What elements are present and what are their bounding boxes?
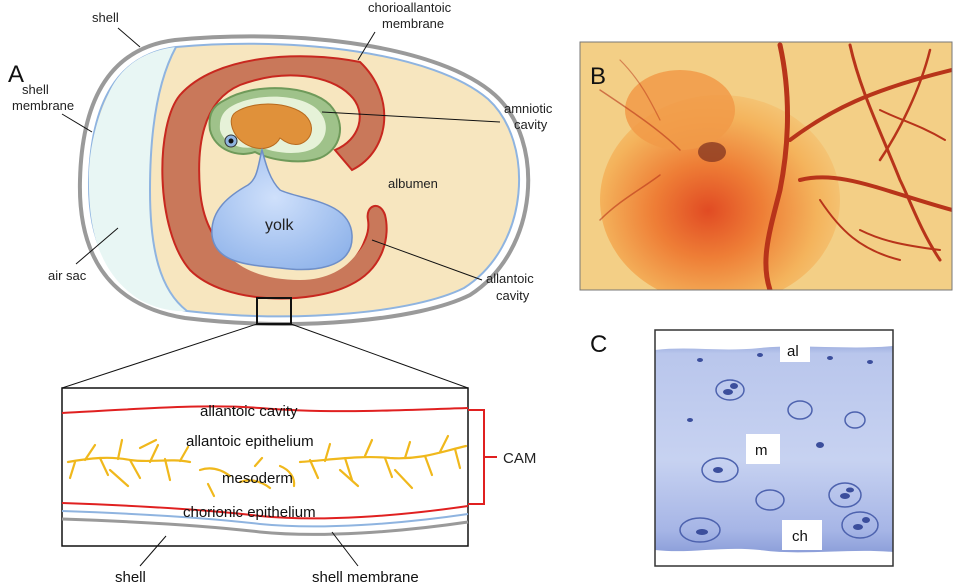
air-sac-leader (75, 227, 119, 265)
zoom-line-left (61, 323, 258, 389)
cam-leader (357, 31, 376, 61)
embryo (230, 103, 312, 149)
inset-blue-line (61, 510, 469, 528)
panel-a-letter: A (8, 61, 24, 88)
histology-cells (679, 379, 879, 543)
inset-frame (61, 387, 469, 547)
shell-membrane-label-2: membrane (12, 98, 74, 113)
shell-label: shell (92, 10, 119, 25)
inset-mesoderm: mesoderm (222, 470, 293, 487)
air-sac-label: air sac (48, 268, 87, 283)
cam-bracket-label: CAM (503, 450, 536, 467)
panel-c-histology: al m ch (655, 330, 893, 566)
panel-b-photo: B (580, 42, 952, 290)
shell-leader (117, 27, 141, 48)
air-sac-boundary (148, 46, 188, 312)
histology-frame (654, 329, 894, 567)
amniotic-label-2: cavity (514, 117, 548, 132)
allantoic-label-1: allantoic (486, 271, 534, 286)
allantoic-label-2: cavity (496, 288, 530, 303)
inset-allantoic-cavity: allantoic cavity (200, 403, 298, 420)
inset-bottom-red-line (61, 502, 469, 520)
shell-membrane-leader (61, 113, 93, 133)
photo-frame (579, 41, 953, 291)
embryo-head (625, 70, 735, 150)
yolk-label: yolk (265, 217, 294, 234)
panel-c-letter: C (590, 331, 607, 358)
inset-allantoic-epithelium: allantoic epithelium (186, 433, 314, 450)
mesoderm-vessels (66, 434, 468, 498)
hist-label-ch-bg (782, 520, 822, 550)
egg-shell-outline (77, 34, 531, 326)
cam-label-2: membrane (382, 16, 444, 31)
allantoic-leader (371, 239, 483, 281)
inset-shell-membrane-leader (331, 531, 359, 567)
albumen-label: albumen (388, 176, 438, 191)
histology-nuclei (687, 353, 873, 535)
panel-b-letter: B (590, 63, 606, 90)
inset-top-red-line (61, 405, 469, 414)
inset-shell-leader (139, 535, 167, 567)
inset-shell-label: shell (115, 569, 146, 586)
amniotic-leader (321, 111, 501, 123)
cam-inset: allantoic cavity allantoic epithelium me… (61, 387, 536, 586)
cam-bracket (468, 409, 497, 505)
inset-gray-line (61, 517, 469, 536)
yolk-sac (211, 147, 353, 271)
inset-chorionic-epithelium: chorionic epithelium (183, 504, 316, 521)
amniotic-label-1: amniotic (504, 101, 553, 116)
hist-label-m-bg (746, 434, 780, 464)
hist-label-al: al (787, 343, 799, 360)
zoom-box (256, 297, 292, 325)
shell-membrane-label-1: shell (22, 82, 49, 97)
zoom-line-right (290, 323, 469, 389)
hist-label-ch: ch (792, 528, 808, 545)
histology-bottom-edge (655, 548, 893, 566)
inset-shell-membrane-label: shell membrane (312, 569, 419, 586)
air-sac-region (88, 47, 187, 312)
hist-label-al-bg (780, 338, 810, 362)
egg-diagram: yolk A shell shell membrane chorioallant… (8, 0, 553, 389)
cam-label-1: chorioallantoic (368, 0, 452, 15)
embryo-eye-photo (698, 142, 726, 162)
blood-vessels (599, 42, 952, 290)
embryo-pupil (228, 138, 234, 144)
histology-top-edge (655, 330, 893, 350)
hist-label-m: m (755, 442, 768, 459)
